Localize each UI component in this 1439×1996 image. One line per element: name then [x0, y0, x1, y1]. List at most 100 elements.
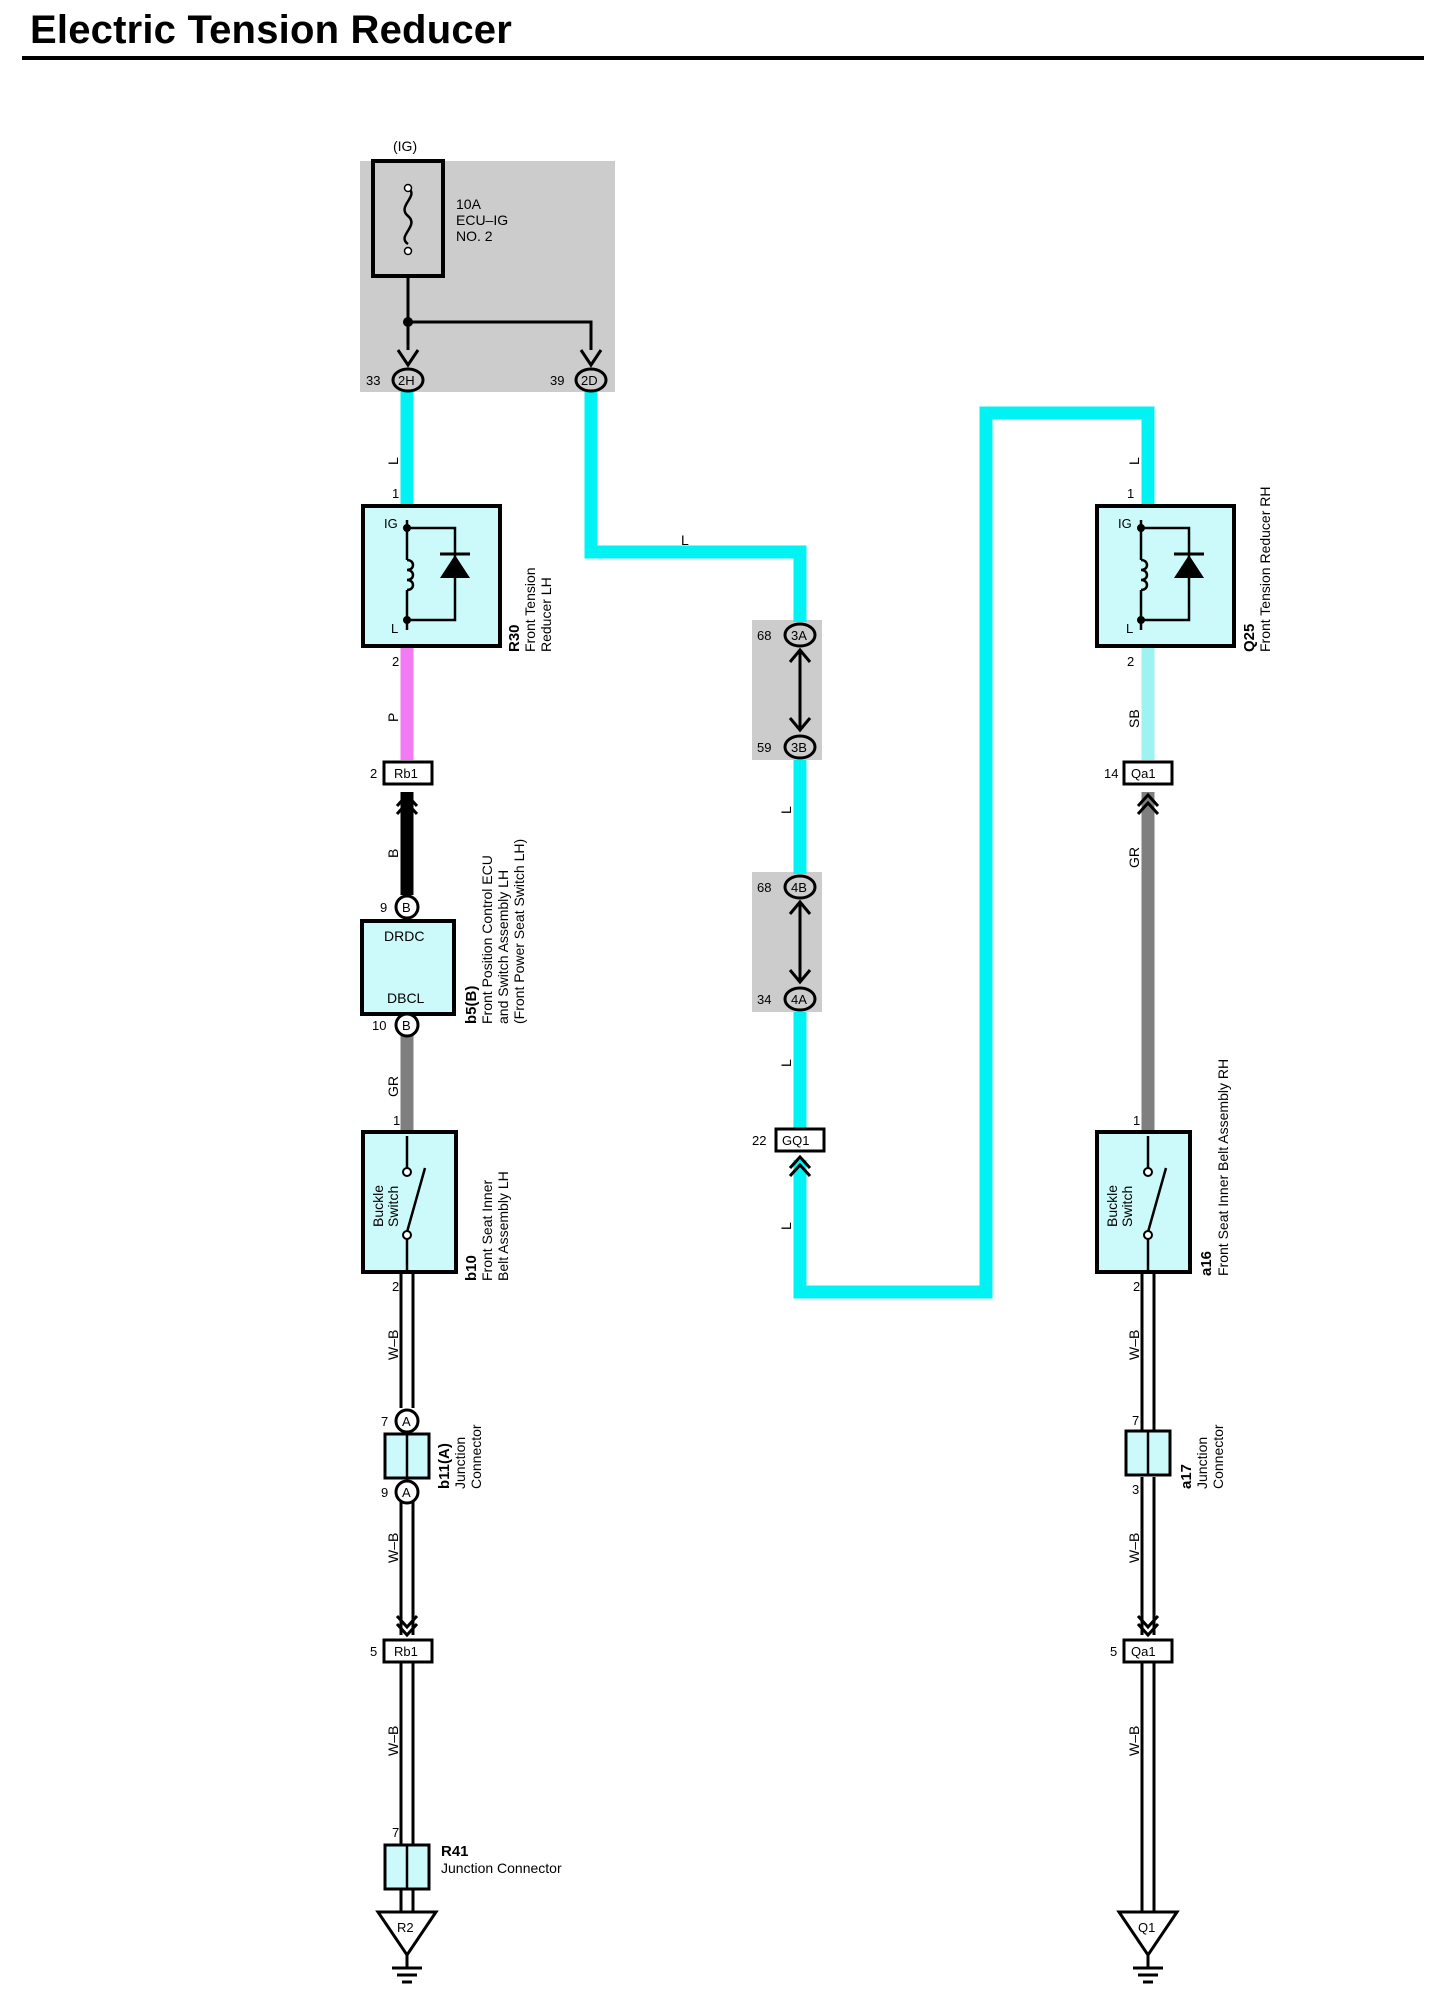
svg-text:Q25: Q25 [1241, 624, 1258, 652]
svg-text:4A: 4A [791, 992, 807, 1007]
page-title: Electric Tension Reducer [30, 8, 512, 52]
svg-text:L: L [391, 621, 398, 636]
svg-text:Q1: Q1 [1138, 1920, 1155, 1935]
r41-junction-connector: 7 R41 Junction Connector [383, 1825, 562, 1891]
svg-text:Qa1: Qa1 [1131, 766, 1156, 781]
wire-color-labels: L P B GR W–B W–B W–B L L L L L SB GR W–B… [385, 457, 1142, 1756]
a17-junction-connector: 7 3 a17 Junction Connector [1124, 1413, 1226, 1497]
svg-text:B: B [385, 849, 401, 858]
wire-right-wb [1140, 1266, 1156, 1912]
connector-rb1-top: 2 Rb1 [370, 760, 434, 816]
svg-text:7: 7 [1132, 1413, 1139, 1428]
svg-text:Switch: Switch [385, 1186, 401, 1227]
svg-text:R41: R41 [441, 1843, 469, 1860]
svg-text:Front Tension Reducer RH: Front Tension Reducer RH [1257, 487, 1273, 652]
svg-text:GQ1: GQ1 [782, 1133, 809, 1148]
svg-text:3A: 3A [791, 628, 807, 643]
b5-seat-control-ecu: 9 B DRDC DBCL 10 B b5(B) Front Position … [360, 839, 527, 1038]
b11-junction-connector: 7 A 9 A b11(A) Junction Connector [381, 1408, 484, 1505]
svg-text:2: 2 [392, 1279, 399, 1294]
pin-39: 39 [550, 373, 564, 388]
middle-junctions: 68 3A 59 3B 68 4B 34 4A 22 GQ1 [752, 622, 826, 1178]
connector-rb1-bottom: 5 Rb1 [370, 1614, 434, 1664]
r30-pin-bottom: 2 [392, 654, 399, 669]
svg-text:Belt Assembly LH: Belt Assembly LH [495, 1171, 511, 1281]
connector-2h-label: 2H [398, 373, 415, 388]
svg-text:B: B [402, 1018, 411, 1033]
svg-text:A: A [402, 1485, 411, 1500]
fuse-number: NO. 2 [456, 228, 493, 244]
svg-text:Qa1: Qa1 [1131, 1644, 1156, 1659]
svg-text:Front Seat Inner: Front Seat Inner [479, 1179, 495, 1281]
coil-icon [406, 558, 415, 592]
svg-text:GR: GR [1126, 847, 1142, 868]
connector-2d [574, 367, 608, 393]
svg-text:b5(B): b5(B) [463, 986, 480, 1024]
svg-text:Rb1: Rb1 [394, 1644, 418, 1659]
svg-text:L: L [1126, 457, 1142, 465]
svg-text:W–B: W–B [385, 1330, 401, 1360]
svg-text:14: 14 [1104, 766, 1118, 781]
r30-tension-reducer-lh: 1 IG L 2 R30 Front Tension Reducer LH [361, 486, 554, 669]
svg-text:10: 10 [372, 1018, 386, 1033]
svg-text:Switch: Switch [1119, 1186, 1135, 1227]
ground-q1: Q1 [1116, 1910, 1180, 1984]
svg-text:1: 1 [1127, 486, 1134, 501]
svg-text:GR: GR [385, 1076, 401, 1097]
svg-text:68: 68 [757, 880, 771, 895]
svg-text:IG: IG [1118, 516, 1132, 531]
wire-mid-l-upper [584, 392, 807, 622]
fuse-icon [403, 186, 413, 246]
svg-text:2: 2 [370, 766, 377, 781]
wire-left-wb [399, 1266, 415, 1912]
svg-text:Front Tension: Front Tension [522, 567, 538, 652]
svg-text:and Switch Assembly LH: and Switch Assembly LH [495, 870, 511, 1024]
svg-text:68: 68 [757, 628, 771, 643]
fuse-rating: 10A [456, 196, 482, 212]
r30-code: R30 [506, 624, 523, 652]
svg-text:a16: a16 [1198, 1251, 1215, 1276]
power-source-label: (IG) [393, 138, 417, 154]
svg-text:59: 59 [757, 740, 771, 755]
svg-text:4B: 4B [791, 880, 807, 895]
svg-text:L: L [1126, 621, 1133, 636]
svg-text:1: 1 [393, 1113, 400, 1128]
svg-text:L: L [778, 1222, 794, 1230]
svg-text:34: 34 [757, 992, 771, 1007]
svg-text:22: 22 [752, 1133, 766, 1148]
svg-text:L: L [385, 457, 401, 465]
svg-text:Connector: Connector [1210, 1424, 1226, 1489]
svg-text:7: 7 [392, 1825, 399, 1840]
svg-text:DBCL: DBCL [387, 990, 425, 1006]
svg-text:(Front Power Seat Switch LH): (Front Power Seat Switch LH) [511, 839, 527, 1024]
diode-icon [440, 555, 470, 578]
svg-text:L: L [778, 1059, 794, 1067]
svg-text:W–B: W–B [1126, 1726, 1142, 1756]
r30-pin-top: 1 [392, 486, 399, 501]
svg-text:Junction: Junction [1194, 1437, 1210, 1489]
a16-buckle-switch-rh: 1 Buckle Switch 2 a16 Front Seat Inner B… [1095, 1059, 1231, 1294]
switch-blade [405, 1167, 427, 1233]
svg-text:R2: R2 [397, 1920, 414, 1935]
svg-text:9: 9 [380, 900, 387, 915]
svg-text:2: 2 [1133, 1279, 1140, 1294]
connector-2h [391, 367, 425, 393]
pin-33: 33 [366, 373, 380, 388]
svg-text:L: L [778, 806, 794, 814]
svg-text:Buckle: Buckle [370, 1185, 386, 1227]
svg-text:3: 3 [1132, 1482, 1139, 1497]
connector-qa1-top: 14 Qa1 [1104, 760, 1174, 816]
ground-r2: R2 [375, 1910, 439, 1984]
svg-text:2: 2 [1127, 654, 1134, 669]
svg-text:5: 5 [370, 1644, 377, 1659]
svg-text:Junction Connector: Junction Connector [441, 1860, 562, 1876]
svg-text:SB: SB [1126, 709, 1142, 728]
svg-text:Rb1: Rb1 [394, 766, 418, 781]
wires [399, 392, 1156, 1912]
svg-text:5: 5 [1110, 1644, 1117, 1659]
b10-buckle-switch-lh: 1 Buckle Switch 2 b10 Front Seat Inner B… [361, 1113, 511, 1294]
connector-2d-label: 2D [581, 373, 598, 388]
svg-text:b11(A): b11(A) [436, 1443, 453, 1489]
svg-text:a17: a17 [1178, 1464, 1195, 1489]
